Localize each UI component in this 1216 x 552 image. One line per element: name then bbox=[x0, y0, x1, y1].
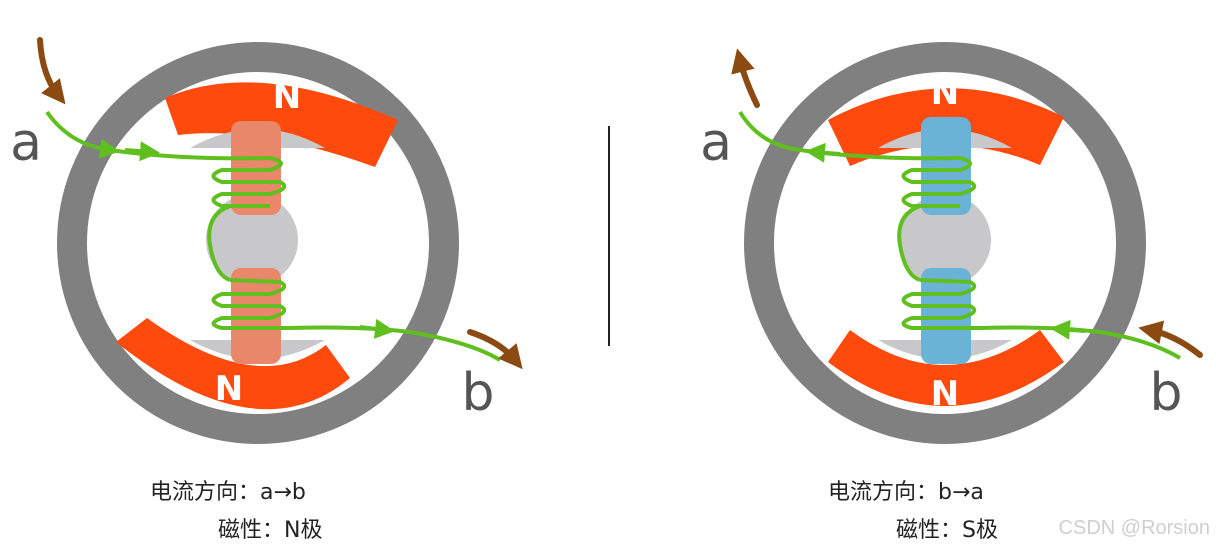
left-rotor-hub bbox=[206, 194, 298, 286]
left-caption-magnetism: 磁性：N极 bbox=[218, 518, 323, 543]
right-arrow-b bbox=[1138, 320, 1203, 358]
right-caption-direction: 电流方向：b→a bbox=[828, 480, 984, 505]
left-wire-b bbox=[289, 325, 502, 362]
right-terminal-b: b bbox=[1149, 363, 1182, 423]
left-wire-a bbox=[45, 110, 271, 161]
right-stator-ring bbox=[744, 42, 1146, 444]
left-top-magnet bbox=[165, 82, 398, 167]
right-wire-b bbox=[979, 325, 1182, 360]
right-rotor-hub bbox=[899, 194, 991, 286]
right-bottom-magnet-label: N bbox=[931, 374, 959, 414]
left-arrow-a bbox=[37, 37, 66, 105]
left-bottom-magnet-label: N bbox=[215, 369, 243, 409]
left-terminal-a: a bbox=[10, 113, 42, 173]
right-terminal-a: a bbox=[700, 113, 732, 173]
right-coil-top bbox=[921, 117, 971, 215]
left-coil-winding-top bbox=[211, 156, 287, 208]
left-terminal-b: b bbox=[461, 363, 494, 423]
watermark: CSDN @Rorsion bbox=[1058, 517, 1210, 539]
left-wire-b-arrow bbox=[359, 318, 395, 339]
left-coil-winding-bottom bbox=[211, 278, 290, 330]
right-wire-loop bbox=[897, 204, 921, 282]
left-stator-ring bbox=[57, 42, 459, 444]
right-caption-magnetism: 磁性：S极 bbox=[896, 518, 998, 543]
left-caption-direction: 电流方向：a→b bbox=[150, 480, 306, 505]
right-coil-winding-bottom bbox=[901, 278, 980, 330]
right-top-magnet-label: N bbox=[931, 73, 959, 113]
left-motor: N N a b bbox=[10, 37, 523, 444]
right-wire-b-arrow bbox=[1050, 319, 1086, 340]
right-coil-winding-top bbox=[901, 156, 977, 208]
right-wire-a-arrow bbox=[805, 142, 841, 163]
right-arrow-a bbox=[731, 48, 760, 108]
left-wire-a-arrow bbox=[124, 141, 160, 162]
left-bottom-magnet bbox=[116, 318, 350, 410]
right-motor: N N a b bbox=[700, 42, 1203, 444]
left-top-magnet-label: N bbox=[273, 77, 301, 117]
right-bottom-magnet bbox=[828, 330, 1064, 406]
left-arrow-b bbox=[467, 329, 523, 370]
left-wire-loop bbox=[207, 204, 231, 282]
